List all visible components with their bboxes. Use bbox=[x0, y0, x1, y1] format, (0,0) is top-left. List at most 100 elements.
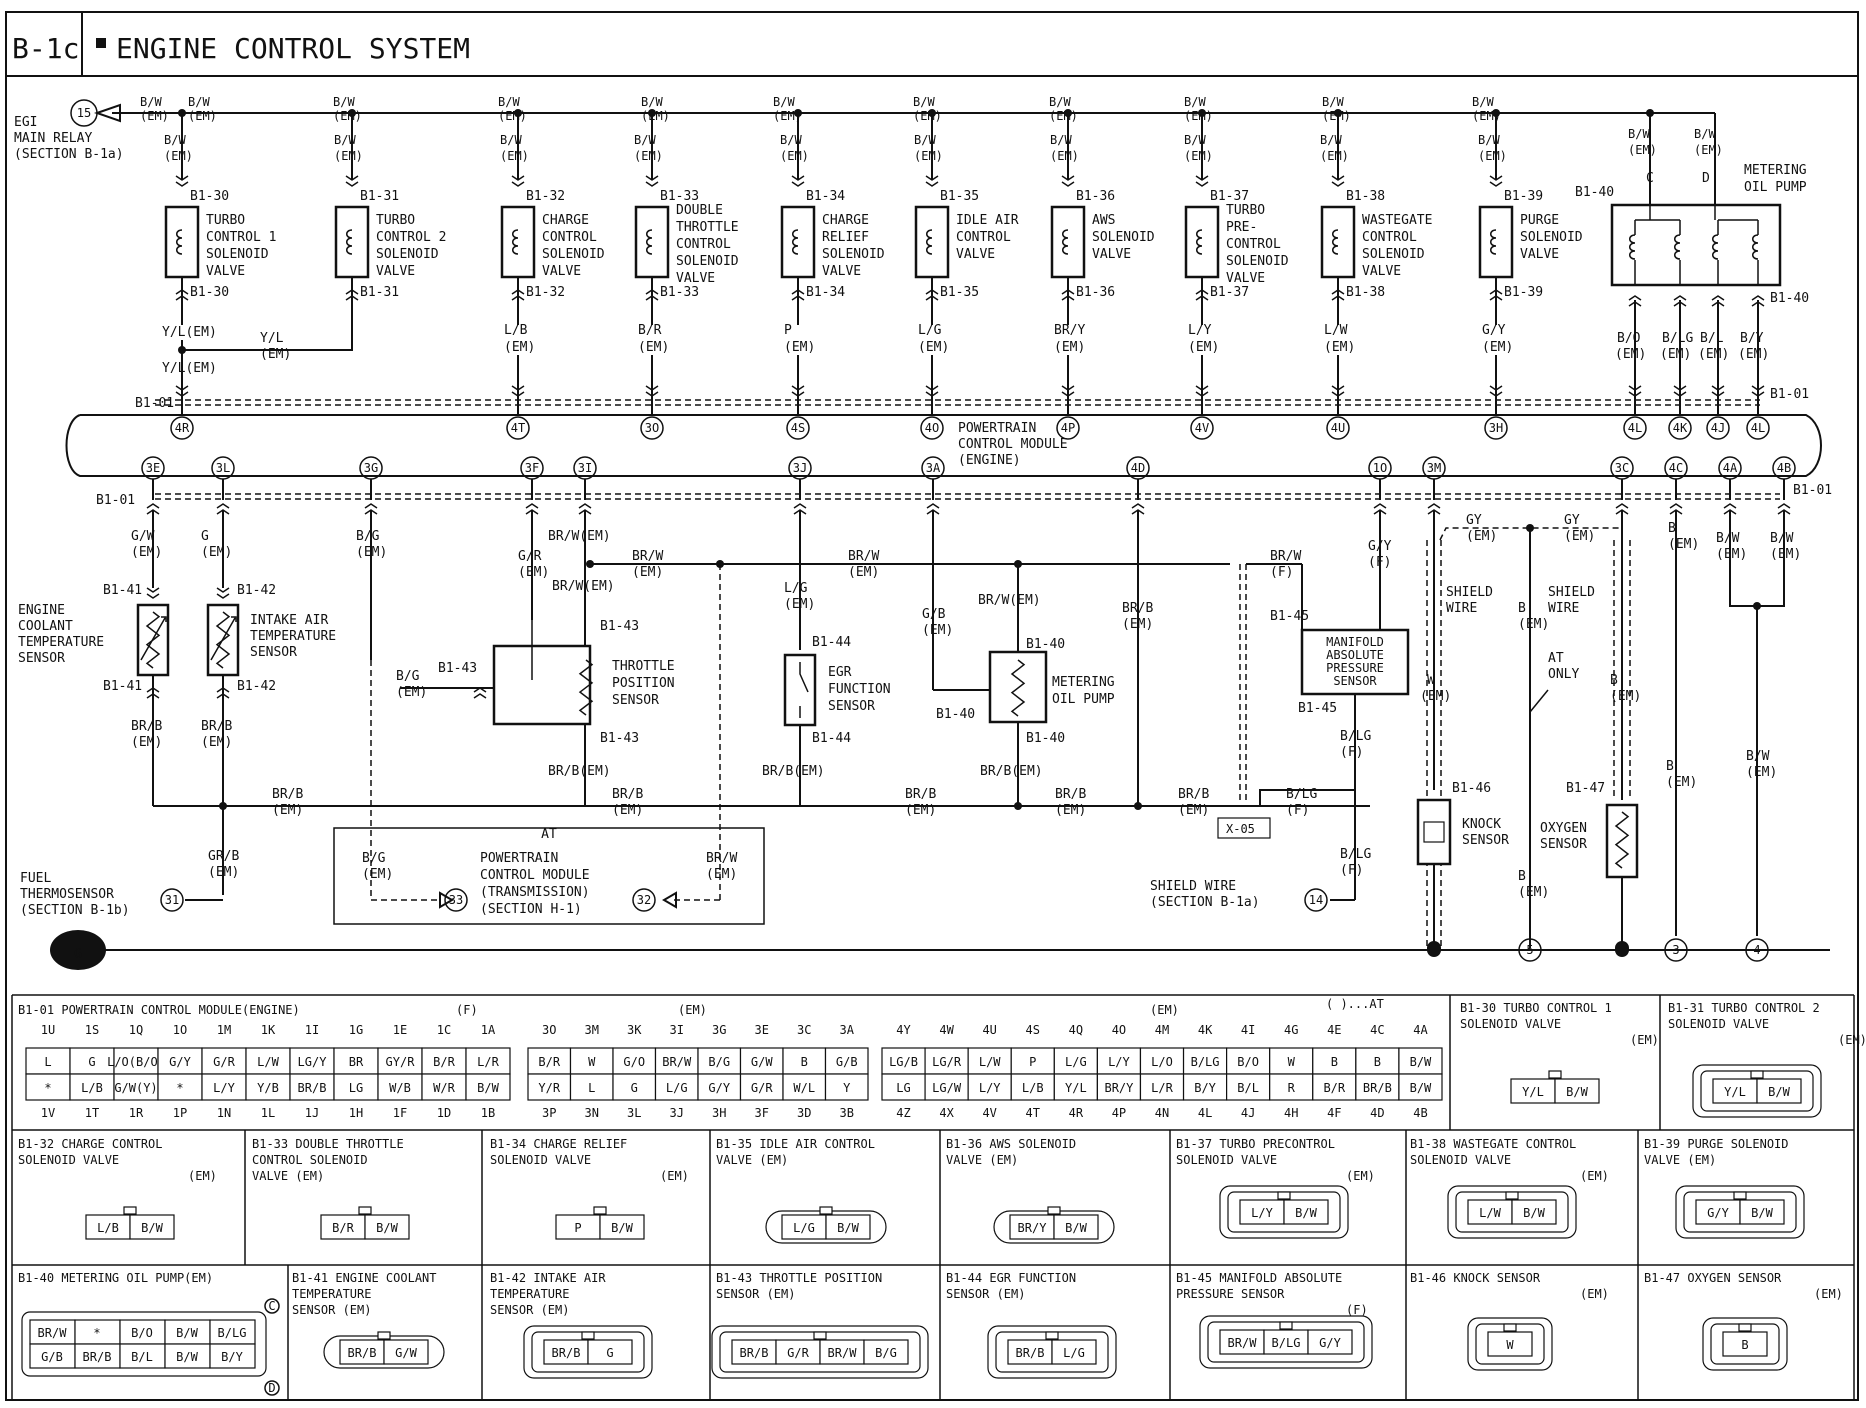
pin-color: B/LG bbox=[1272, 1336, 1301, 1350]
wire bbox=[182, 325, 353, 351]
wire-label: (EM) bbox=[201, 545, 232, 560]
connector-id: B1-35 bbox=[940, 285, 979, 300]
terminal-mark bbox=[791, 175, 805, 187]
wire-label: (F) bbox=[1270, 565, 1293, 580]
pcm-pin bbox=[1668, 416, 1692, 440]
connector-title: SOLENOID VALVE bbox=[1460, 1017, 1561, 1031]
wire-label: (EM) bbox=[334, 149, 363, 163]
pin-cell bbox=[1139, 1073, 1185, 1101]
pin-cell bbox=[543, 1339, 589, 1365]
terminal-mark bbox=[1628, 385, 1642, 397]
wire-label: B/LG bbox=[1340, 847, 1371, 862]
pcm-pin bbox=[170, 416, 194, 440]
pin-cell bbox=[421, 1047, 467, 1075]
pin-color: B/W bbox=[1751, 1206, 1773, 1220]
component-name: CHARGE bbox=[822, 213, 869, 228]
pin-color: B/R bbox=[433, 1055, 455, 1069]
pin-cell bbox=[1009, 1214, 1055, 1240]
pin-cell bbox=[25, 1073, 71, 1101]
component-name: SOLENOID bbox=[206, 247, 269, 262]
pin-cell bbox=[465, 1073, 511, 1101]
pcm-label: (ENGINE) bbox=[958, 453, 1021, 468]
connector-title: B1-43 THROTTLE POSITION bbox=[716, 1271, 882, 1285]
solenoid-body bbox=[1050, 205, 1086, 279]
pin-color: LG/Y bbox=[298, 1055, 328, 1069]
at-node bbox=[444, 888, 468, 912]
pin-cell bbox=[201, 1073, 247, 1101]
wire-label: (EM) bbox=[131, 545, 162, 560]
pin-color: L/Y bbox=[213, 1081, 235, 1095]
connector-id: B1-36 bbox=[1076, 189, 1115, 204]
splice-dot bbox=[1646, 109, 1654, 117]
connector-id: B1-40 bbox=[1026, 731, 1065, 746]
pin-color: G bbox=[631, 1081, 638, 1095]
pin-color: BR/W bbox=[662, 1055, 692, 1069]
pin-color: * bbox=[44, 1081, 51, 1095]
connector-id: B1-36 bbox=[1076, 285, 1115, 300]
pin-color: G/Y bbox=[1707, 1206, 1729, 1220]
pin-number: 1V bbox=[41, 1106, 55, 1120]
solenoid-body bbox=[164, 205, 200, 279]
pin-number: 4T bbox=[1026, 1106, 1040, 1120]
harness-label: (EM) bbox=[1838, 1033, 1866, 1047]
pin-cell bbox=[421, 1073, 467, 1101]
connector-id: B1-31 bbox=[360, 189, 399, 204]
pin-cell bbox=[377, 1073, 423, 1101]
pin-number: 4Q bbox=[1069, 1023, 1083, 1037]
bus-wire-label: B/W bbox=[498, 95, 520, 109]
pcm-pin bbox=[640, 416, 664, 440]
wire-label: BR/B bbox=[612, 787, 643, 802]
shield-label: (SECTION B-1a) bbox=[1150, 895, 1260, 910]
pin-color: BR/B bbox=[1016, 1346, 1045, 1360]
pin-cell bbox=[1226, 1047, 1271, 1075]
pin-number: 1G bbox=[349, 1023, 363, 1037]
pin-cell bbox=[1722, 1331, 1768, 1357]
component-name: PURGE bbox=[1520, 213, 1559, 228]
connector-title: B1-34 CHARGE RELIEF bbox=[490, 1137, 627, 1151]
pin-number: 4P bbox=[1112, 1106, 1126, 1120]
wire-label: BR/B(EM) bbox=[762, 764, 825, 779]
connector-id: B1-39 bbox=[1504, 189, 1543, 204]
connector-id: B1-47 bbox=[1566, 781, 1605, 796]
pin-cell bbox=[1511, 1199, 1557, 1225]
pin-color: G/Y bbox=[1319, 1336, 1341, 1350]
splice-dot bbox=[586, 560, 594, 568]
wire-label: L/G bbox=[784, 581, 808, 596]
bus-wire-label: B/W bbox=[1322, 95, 1344, 109]
knock-element bbox=[1423, 821, 1445, 843]
pin-color: W/L bbox=[793, 1081, 815, 1095]
wire-label: B/R bbox=[638, 323, 662, 338]
wire-label: (EM) bbox=[784, 340, 815, 355]
component-name: TURBO bbox=[376, 213, 415, 228]
wire-label: B/W bbox=[500, 133, 522, 147]
pin-cell bbox=[1695, 1199, 1741, 1225]
connector-title: B1-47 OXYGEN SENSOR bbox=[1644, 1271, 1782, 1285]
pin-color: B/G bbox=[875, 1346, 897, 1360]
connector-title: SOLENOID VALVE bbox=[1410, 1153, 1511, 1167]
component-name: VALVE bbox=[822, 264, 861, 279]
pin-color: L/G bbox=[1065, 1055, 1087, 1069]
component-name: TEMPERATURE bbox=[250, 629, 336, 644]
connector-title: VALVE (EM) bbox=[946, 1153, 1018, 1167]
component-name: PRESSURE bbox=[1326, 661, 1384, 675]
pin-cell bbox=[69, 1073, 115, 1101]
pin-cell bbox=[157, 1073, 203, 1101]
wire-label: (EM) bbox=[922, 623, 953, 638]
wire-label: (EM) bbox=[706, 867, 737, 882]
harness-label: (EM) bbox=[1814, 1287, 1843, 1301]
pin-cell bbox=[782, 1047, 827, 1075]
component-name: FUNCTION bbox=[828, 682, 891, 697]
pin-color: P bbox=[574, 1221, 581, 1235]
wire-label: L/B bbox=[504, 323, 528, 338]
coil-icon bbox=[512, 229, 519, 255]
wire-label: (EM) bbox=[1668, 537, 1699, 552]
pin-color: B/L bbox=[131, 1350, 153, 1364]
wire bbox=[1259, 780, 1356, 806]
terminal-mark bbox=[216, 587, 230, 599]
pin-color: G/W(Y) bbox=[114, 1081, 157, 1095]
bus-wire-label: (EM) bbox=[1184, 109, 1213, 123]
connector-id: B1-34 bbox=[806, 189, 845, 204]
pin-color: LG bbox=[896, 1081, 910, 1095]
pin-cell bbox=[339, 1339, 385, 1365]
shield-node bbox=[1304, 888, 1328, 912]
